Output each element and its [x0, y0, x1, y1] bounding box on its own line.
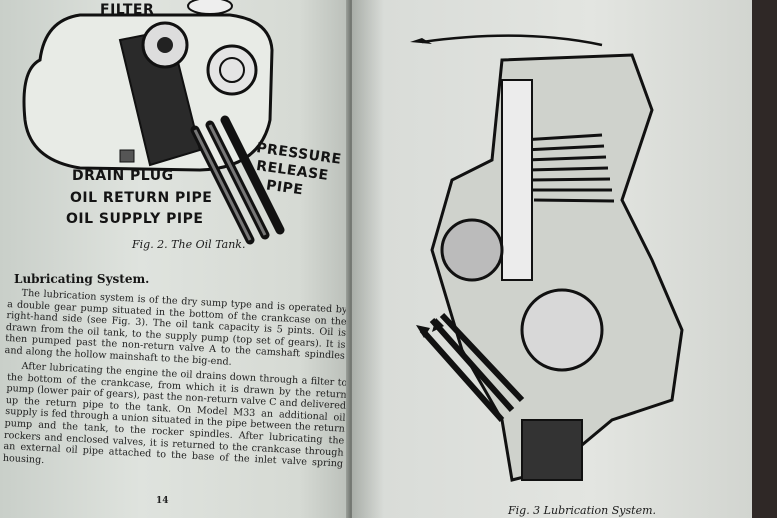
- figure-2-caption: Fig. 2. The Oil Tank.: [132, 238, 246, 251]
- engine-lubrication-illustration: [410, 34, 684, 482]
- paragraph-2: After lubricating the engine the oil dra…: [3, 360, 348, 482]
- label-drain-plug: DRAIN PLUG: [72, 168, 174, 184]
- right-page: Fig. 3 Lubrication System.: [352, 0, 752, 518]
- book-spine: [346, 0, 356, 518]
- background: [752, 0, 777, 518]
- label-oil-return-pipe: OIL RETURN PIPE: [70, 190, 213, 206]
- figure-3-caption: Fig. 3 Lubrication System.: [508, 504, 657, 517]
- oil-tank-illustration: [22, 0, 285, 245]
- label-oil-supply-pipe: OIL SUPPLY PIPE: [66, 211, 204, 227]
- paragraph-2-text: After lubricating the engine the oil dra…: [2, 360, 348, 470]
- paragraph-1: The lubrication system is of the dry sum…: [4, 287, 347, 374]
- left-page: FILTER DRAIN PLUG PRESSURE RELEASE PIPE …: [0, 0, 352, 518]
- paragraph-1-text: The lubrication system is of the dry sum…: [4, 287, 348, 368]
- section-heading: Lubricating System.: [14, 272, 150, 286]
- label-filter: FILTER: [100, 2, 155, 18]
- page-number: 14: [156, 496, 169, 506]
